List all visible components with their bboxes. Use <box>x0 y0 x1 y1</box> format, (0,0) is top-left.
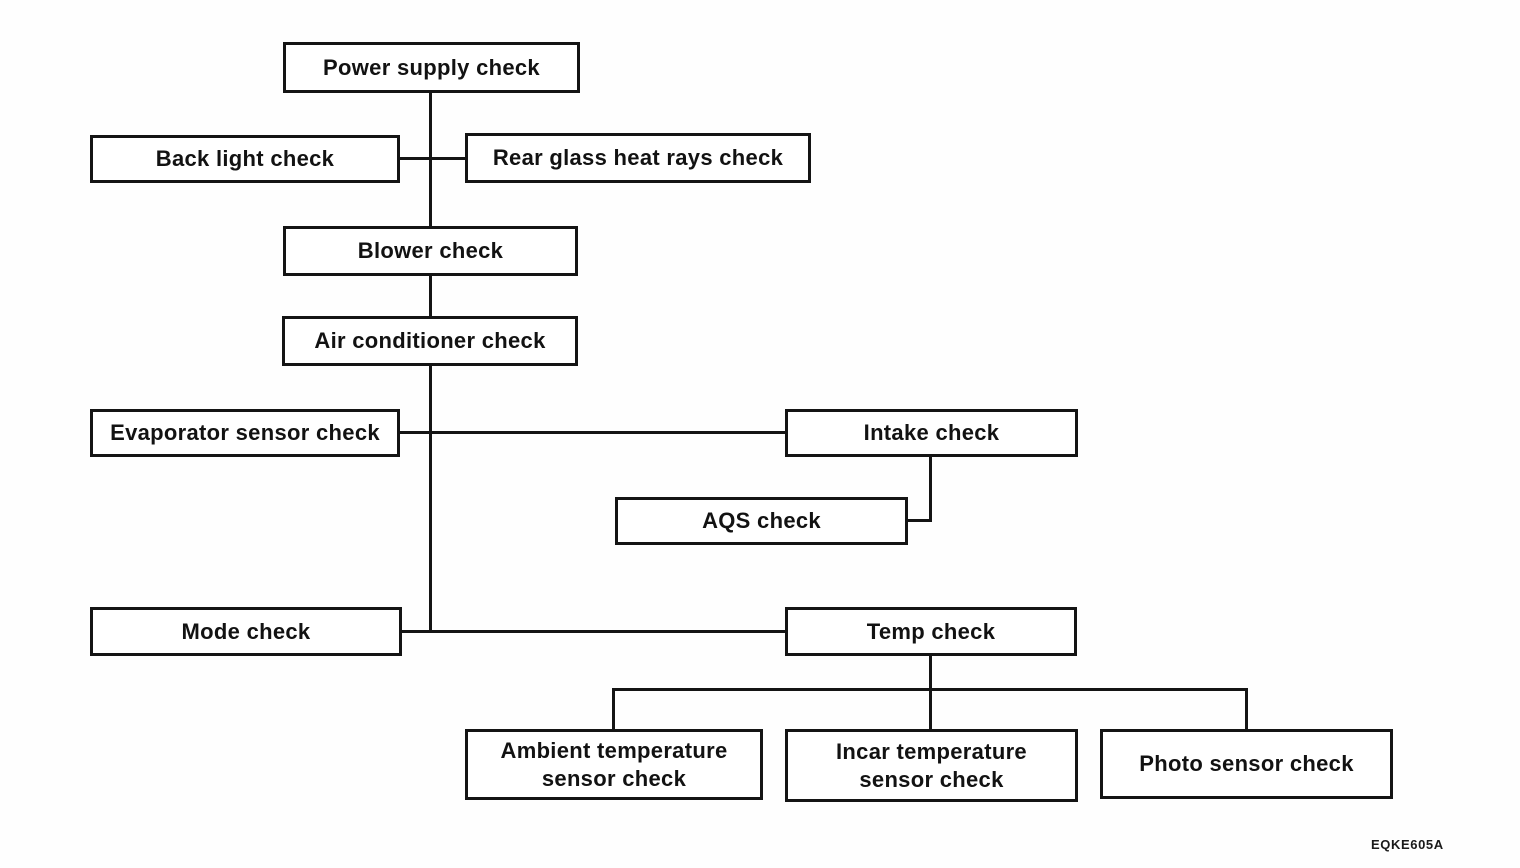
node-label: AQS check <box>702 508 821 534</box>
connector-aqs-elbow <box>906 519 932 522</box>
node-label-line2: sensor check <box>859 766 1004 792</box>
node-label-line1: Incar temperature <box>836 739 1027 764</box>
node-label: Intake check <box>863 420 1000 446</box>
node-air-conditioner-check: Air conditioner check <box>282 316 578 366</box>
node-mode-check: Mode check <box>90 607 402 656</box>
node-label: Air conditioner check <box>314 328 546 354</box>
connector-mode-to-temp <box>400 630 788 633</box>
node-ambient-temperature-sensor-check: Ambient temperature sensor check <box>465 729 763 800</box>
connector-ambient-drop <box>612 688 615 732</box>
node-blower-check: Blower check <box>283 226 578 276</box>
node-temp-check: Temp check <box>785 607 1077 656</box>
node-label: Blower check <box>357 238 504 264</box>
connector-temp-drop <box>929 654 932 691</box>
node-label-line2: sensor check <box>541 765 687 791</box>
connector-evaporator-to-intake <box>398 431 788 434</box>
connector-backlight-to-rearglass <box>398 157 468 160</box>
figure-code-label: EQKE605A <box>1371 837 1444 852</box>
node-back-light-check: Back light check <box>90 135 400 183</box>
node-aqs-check: AQS check <box>615 497 908 545</box>
connector-blower-to-airconditioner <box>429 274 432 319</box>
node-label: Photo sensor check <box>1139 751 1354 777</box>
node-label: Evaporator sensor check <box>110 420 380 446</box>
node-evaporator-sensor-check: Evaporator sensor check <box>90 409 400 457</box>
node-label-line1: Ambient temperature <box>500 738 728 763</box>
node-incar-temperature-sensor-check: Incar temperature sensor check <box>785 729 1078 802</box>
connector-trunk-airconditioner-to-modetemp <box>429 364 432 632</box>
node-intake-check: Intake check <box>785 409 1078 457</box>
node-label: Back light check <box>155 146 335 172</box>
node-rear-glass-heat-rays-check: Rear glass heat rays check <box>465 133 811 183</box>
connector-photo-drop <box>1245 688 1248 732</box>
node-label: Rear glass heat rays check <box>492 145 784 171</box>
node-label: Mode check <box>181 618 311 644</box>
connector-intake-drop <box>929 455 932 522</box>
node-label: Power supply check <box>323 54 540 80</box>
node-photo-sensor-check: Photo sensor check <box>1100 729 1393 799</box>
node-power-supply-check: Power supply check <box>283 42 580 93</box>
node-label: Temp check <box>866 618 996 644</box>
connector-incar-drop <box>929 688 932 732</box>
